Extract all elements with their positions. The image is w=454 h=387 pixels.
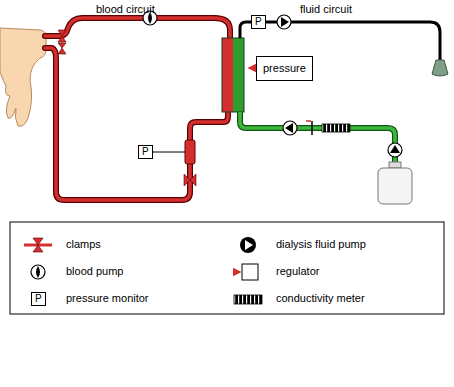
monitor-line — [150, 152, 185, 153]
legend-monitor-sample: P — [31, 292, 46, 306]
legend-regulator-sample — [234, 264, 258, 280]
legend-text: conductivity meter — [276, 292, 365, 305]
legend-clamp-sample — [24, 238, 52, 252]
drain-nozzle — [432, 60, 448, 76]
fluid-tube — [240, 22, 440, 60]
circuit-label: fluid circuit — [300, 3, 352, 16]
pressure-monitor: P — [251, 15, 266, 29]
legend-text: pressure monitor — [66, 292, 149, 305]
circuit-label: blood circuit — [96, 3, 155, 16]
pressure-monitor: P — [138, 145, 153, 159]
dialyzer — [222, 38, 244, 112]
fluid-pump-symbol — [283, 121, 297, 135]
legend-text: blood pump — [66, 265, 124, 278]
fluid-pump-symbol — [388, 143, 402, 157]
blood-tube — [45, 18, 230, 200]
legend-text: dialysis fluid pump — [276, 238, 366, 251]
conductivity-meter — [322, 124, 350, 132]
legend-blood-pump-sample — [31, 265, 45, 279]
node-text: pressure — [263, 62, 306, 75]
patient-arm — [0, 28, 46, 126]
legend-conductivity-sample — [234, 295, 262, 304]
node-text: P — [255, 16, 262, 28]
legend-text: regulator — [276, 265, 319, 278]
regulator-symbol — [306, 121, 312, 135]
fluid-canister — [378, 162, 412, 204]
node-text: P — [142, 146, 149, 158]
clamp-symbol — [58, 30, 196, 186]
drip-chamber — [185, 140, 195, 164]
fresh-fluid-tube — [240, 112, 395, 166]
legend-box — [10, 222, 444, 314]
pressure-regulator-box: pressure — [256, 56, 313, 81]
fluid-pump-symbol — [277, 15, 291, 29]
legend-text: clamps — [66, 238, 101, 251]
legend-fluid-pump-sample — [240, 237, 256, 253]
